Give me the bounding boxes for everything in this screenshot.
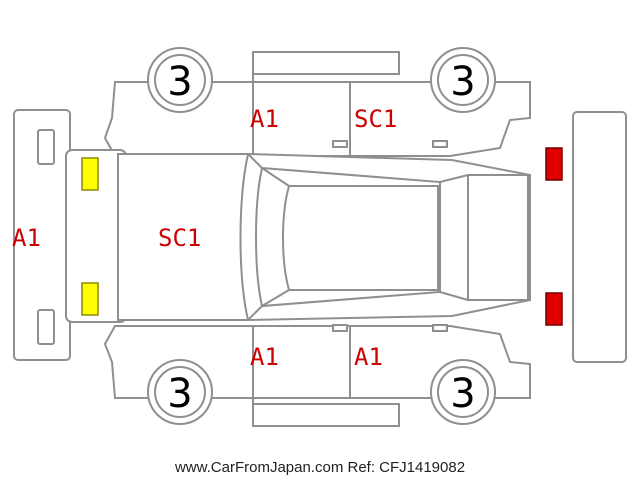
wheel-top-front: 3 <box>147 47 213 113</box>
wheel-bottom-front: 3 <box>147 359 213 425</box>
front-lamp-lower <box>81 282 99 316</box>
damage-code-rear-door-top: SC1 <box>354 105 397 133</box>
rear-lamp-lower <box>545 292 563 326</box>
wheel-top-rear-grade: 3 <box>450 59 475 105</box>
damage-code-front-bumper: A1 <box>12 224 41 252</box>
front-lamp-upper <box>81 157 99 191</box>
car-bottom-side <box>103 324 531 427</box>
wheel-top-front-grade: 3 <box>167 59 192 105</box>
wheel-bottom-rear: 3 <box>430 359 496 425</box>
car-top-side <box>103 51 531 157</box>
wheel-bottom-rear-grade: 3 <box>450 371 475 417</box>
rear-lamp-upper <box>545 147 563 181</box>
wheel-top-rear: 3 <box>430 47 496 113</box>
damage-code-front-door-top: A1 <box>250 105 279 133</box>
wheel-bottom-front-grade: 3 <box>167 371 192 417</box>
rear-bumper <box>572 111 627 363</box>
footer-credit: www.CarFromJapan.com Ref: CFJ1419082 <box>174 459 465 476</box>
damage-code-front-door-bottom: A1 <box>250 343 279 371</box>
damage-code-hood: SC1 <box>158 224 201 252</box>
car-body-top-view <box>65 149 531 323</box>
damage-code-rear-door-bottom: A1 <box>354 343 383 371</box>
